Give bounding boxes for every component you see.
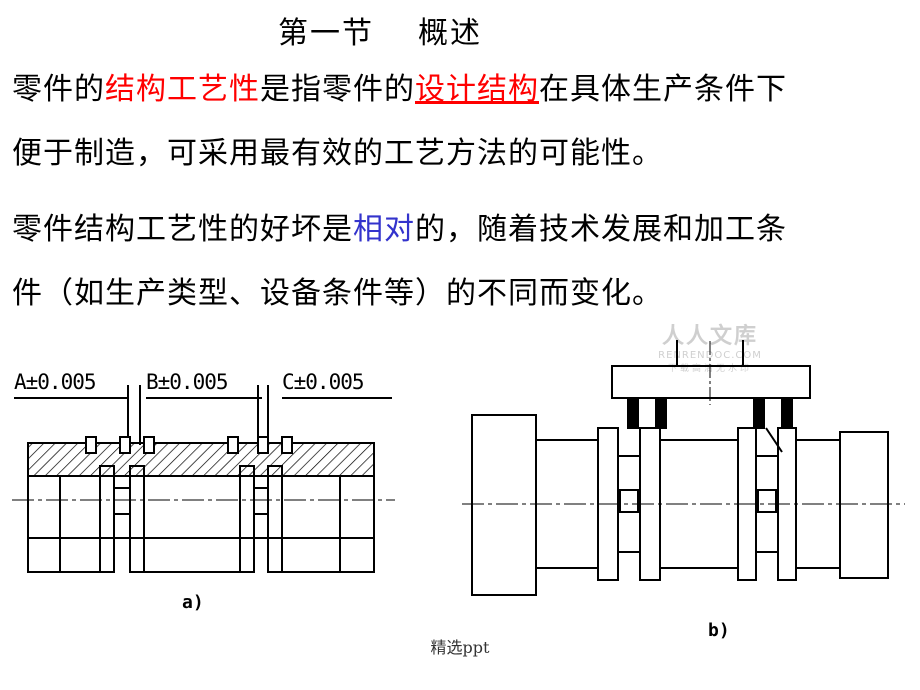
highlight-design-structure: 设计结构 (415, 72, 539, 107)
dimension-a-label: A±0.005 (14, 370, 97, 394)
slide-title: 第一节 概述 (0, 8, 760, 52)
paragraph-line: 零件的结构工艺性是指零件的设计结构在具体生产条件下 (12, 58, 787, 122)
dimension-c-label: C±0.005 (282, 370, 365, 394)
dimension-b-label: B±0.005 (146, 370, 229, 394)
figure-a-drawing (12, 385, 395, 573)
text-segment: 在具体生产条件下 (539, 72, 787, 107)
paragraph-line: 件（如生产类型、设备条件等）的不同而变化。 (12, 276, 663, 311)
figure-a-part (12, 385, 395, 573)
highlight-relative: 相对 (353, 212, 415, 247)
watermark-url: RENRENDOC.COM (658, 350, 762, 361)
figure-a-caption: a) (182, 592, 204, 613)
paragraph-line: 便于制造，可采用最有效的工艺方法的可能性。 (12, 136, 663, 171)
title-section: 第一节 (278, 16, 374, 51)
figure-b-drawing (462, 340, 905, 596)
paragraph-line: 零件结构工艺性的好坏是相对的，随着技术发展和加工条 (12, 198, 787, 262)
figure-b-caption: b) (708, 620, 730, 641)
text-segment: 是指零件的 (260, 72, 415, 107)
watermark-slogan: 下载高清无水印 (667, 364, 752, 374)
text-segment: 零件结构工艺性的好坏是 (12, 212, 353, 247)
figure-b-part (462, 340, 905, 596)
text-segment: 零件的 (12, 72, 105, 107)
title-topic: 概述 (418, 16, 482, 51)
paragraph-relativity: 零件结构工艺性的好坏是相对的，随着技术发展和加工条 件（如生产类型、设备条件等）… (12, 198, 787, 326)
highlight-structural-manufacturability: 结构工艺性 (105, 72, 260, 107)
footer-label: 精选ppt (430, 638, 490, 657)
paragraph-definition: 零件的结构工艺性是指零件的设计结构在具体生产条件下 便于制造，可采用最有效的工艺… (12, 58, 787, 186)
text-segment: 的，随着技术发展和加工条 (415, 212, 787, 247)
